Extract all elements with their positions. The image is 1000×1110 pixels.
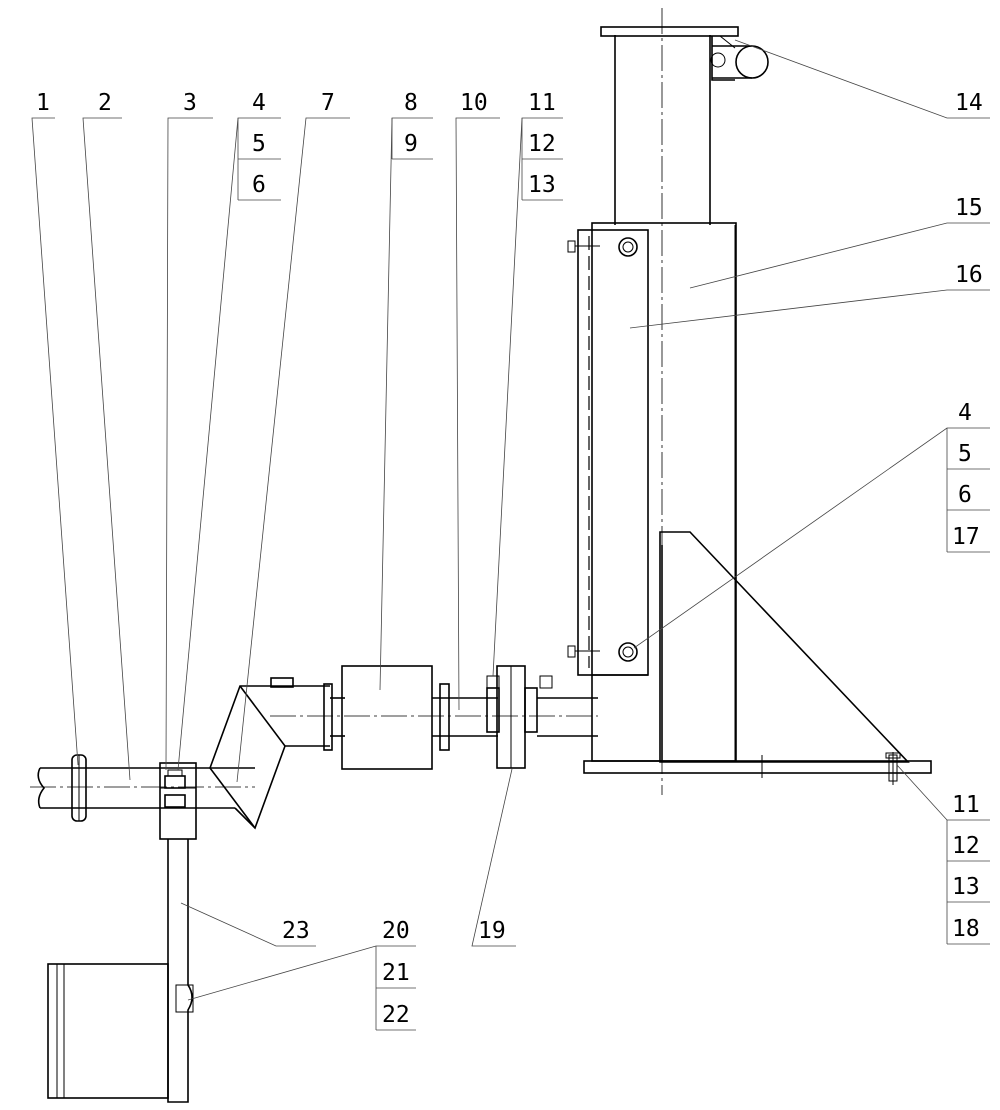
callout-16: 16 (955, 262, 983, 288)
callout-5: 5 (252, 131, 266, 157)
main-pipe (37, 767, 255, 809)
callout-5-right: 5 (958, 441, 972, 467)
callout-4: 4 (252, 90, 266, 116)
callout-21: 21 (382, 960, 410, 986)
callout-13-right: 13 (952, 874, 980, 900)
callout-6: 6 (252, 172, 266, 198)
callout-23: 23 (282, 918, 310, 944)
callout-10: 10 (460, 90, 488, 116)
roller-bracket (710, 35, 769, 81)
callout-6-right: 6 (958, 482, 972, 508)
leader-lines (31, 39, 990, 1001)
vertical-bar (167, 839, 194, 1103)
callout-frames (237, 118, 990, 1031)
side-plate (567, 229, 649, 676)
callout-15: 15 (955, 195, 983, 221)
callout-labels: 1 2 3 4 5 6 7 8 9 10 11 12 13 14 15 16 4… (36, 90, 983, 1028)
arm-pipe (323, 665, 598, 770)
callout-7: 7 (321, 90, 335, 116)
outer-sleeve (591, 222, 737, 762)
callout-1: 1 (36, 90, 50, 116)
upper-column-tube (600, 26, 739, 225)
callout-14: 14 (955, 90, 983, 116)
elbow-section (209, 677, 330, 830)
callout-3: 3 (183, 90, 197, 116)
callout-8: 8 (404, 90, 418, 116)
callout-12-right: 12 (952, 833, 980, 859)
motor-housing (47, 963, 169, 1099)
callout-22: 22 (382, 1002, 410, 1028)
callout-11-right: 11 (952, 792, 980, 818)
callout-4-right: 4 (958, 400, 972, 426)
pipe-clamp (159, 762, 197, 840)
flange-ring (71, 754, 87, 822)
callout-19: 19 (478, 918, 506, 944)
callout-12: 12 (528, 131, 556, 157)
gusset-plate (659, 225, 910, 763)
callout-18: 18 (952, 916, 980, 942)
base-plate (583, 752, 932, 785)
callout-11: 11 (528, 90, 556, 116)
callout-20: 20 (382, 918, 410, 944)
callout-13: 13 (528, 172, 556, 198)
callout-17: 17 (952, 524, 980, 550)
callout-2: 2 (98, 90, 112, 116)
callout-9: 9 (404, 131, 418, 157)
